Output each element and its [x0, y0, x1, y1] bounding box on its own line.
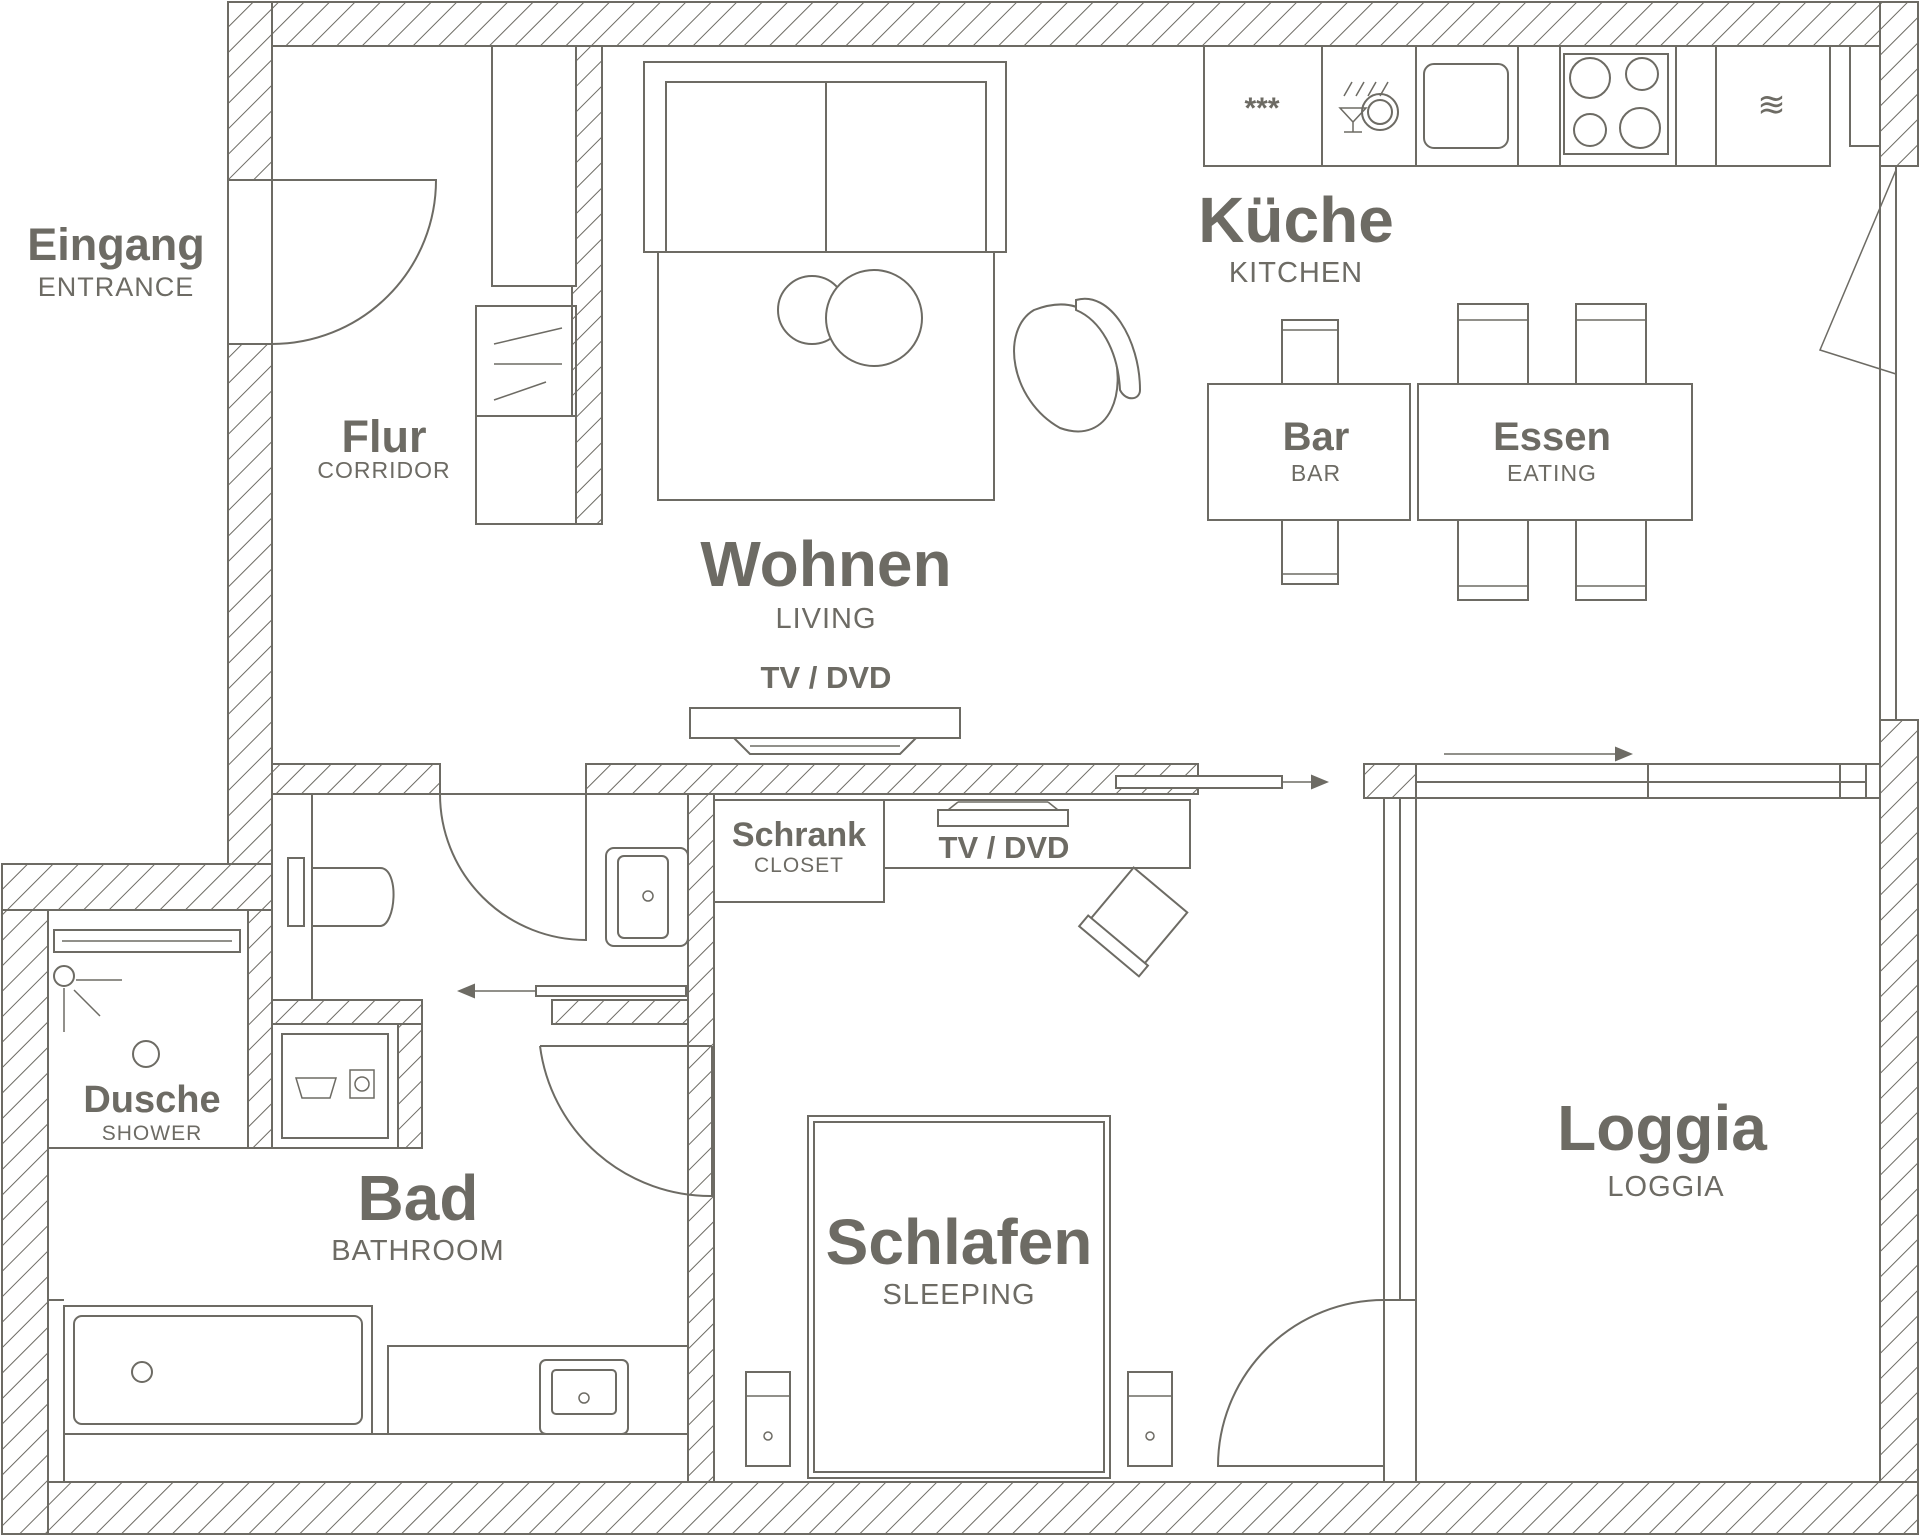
closet-name: Schrank	[732, 816, 866, 854]
corridor-name: Flur	[342, 411, 427, 462]
kitchen-sub: KITCHEN	[1229, 257, 1363, 289]
living-sub: LIVING	[775, 603, 876, 635]
bathroom-sub: BATHROOM	[331, 1235, 504, 1267]
shower-name: Dusche	[83, 1079, 220, 1121]
living-name: Wohnen	[700, 528, 951, 600]
bar-name: Bar	[1283, 415, 1350, 459]
tv-living-label: TV / DVD	[761, 660, 892, 695]
shower-sub: SHOWER	[102, 1122, 203, 1145]
closet-sub: CLOSET	[754, 854, 844, 877]
sleeping-name: Schlafen	[826, 1206, 1093, 1278]
eating-name: Essen	[1493, 415, 1611, 459]
entrance-sub: ENTRANCE	[38, 272, 195, 302]
entrance-name: Eingang	[27, 219, 205, 270]
labels: Eingang ENTRANCE Flur CORRIDOR Wohnen LI…	[27, 86, 1787, 1311]
kitchen-name: Küche	[1198, 184, 1394, 256]
bathroom-name: Bad	[358, 1162, 479, 1234]
tv-sleeping-label: TV / DVD	[939, 830, 1070, 865]
sleeping-sub: SLEEPING	[882, 1279, 1035, 1311]
loggia-sub: LOGGIA	[1607, 1171, 1724, 1203]
bar-sub: BAR	[1291, 460, 1341, 486]
interior-lines	[47, 45, 1897, 1483]
corridor-sub: CORRIDOR	[317, 457, 450, 483]
loggia-name: Loggia	[1557, 1092, 1767, 1164]
hood-symbol: ≋	[1757, 86, 1787, 124]
eating-sub: EATING	[1507, 460, 1597, 486]
fridge-symbol: ***	[1244, 92, 1279, 125]
